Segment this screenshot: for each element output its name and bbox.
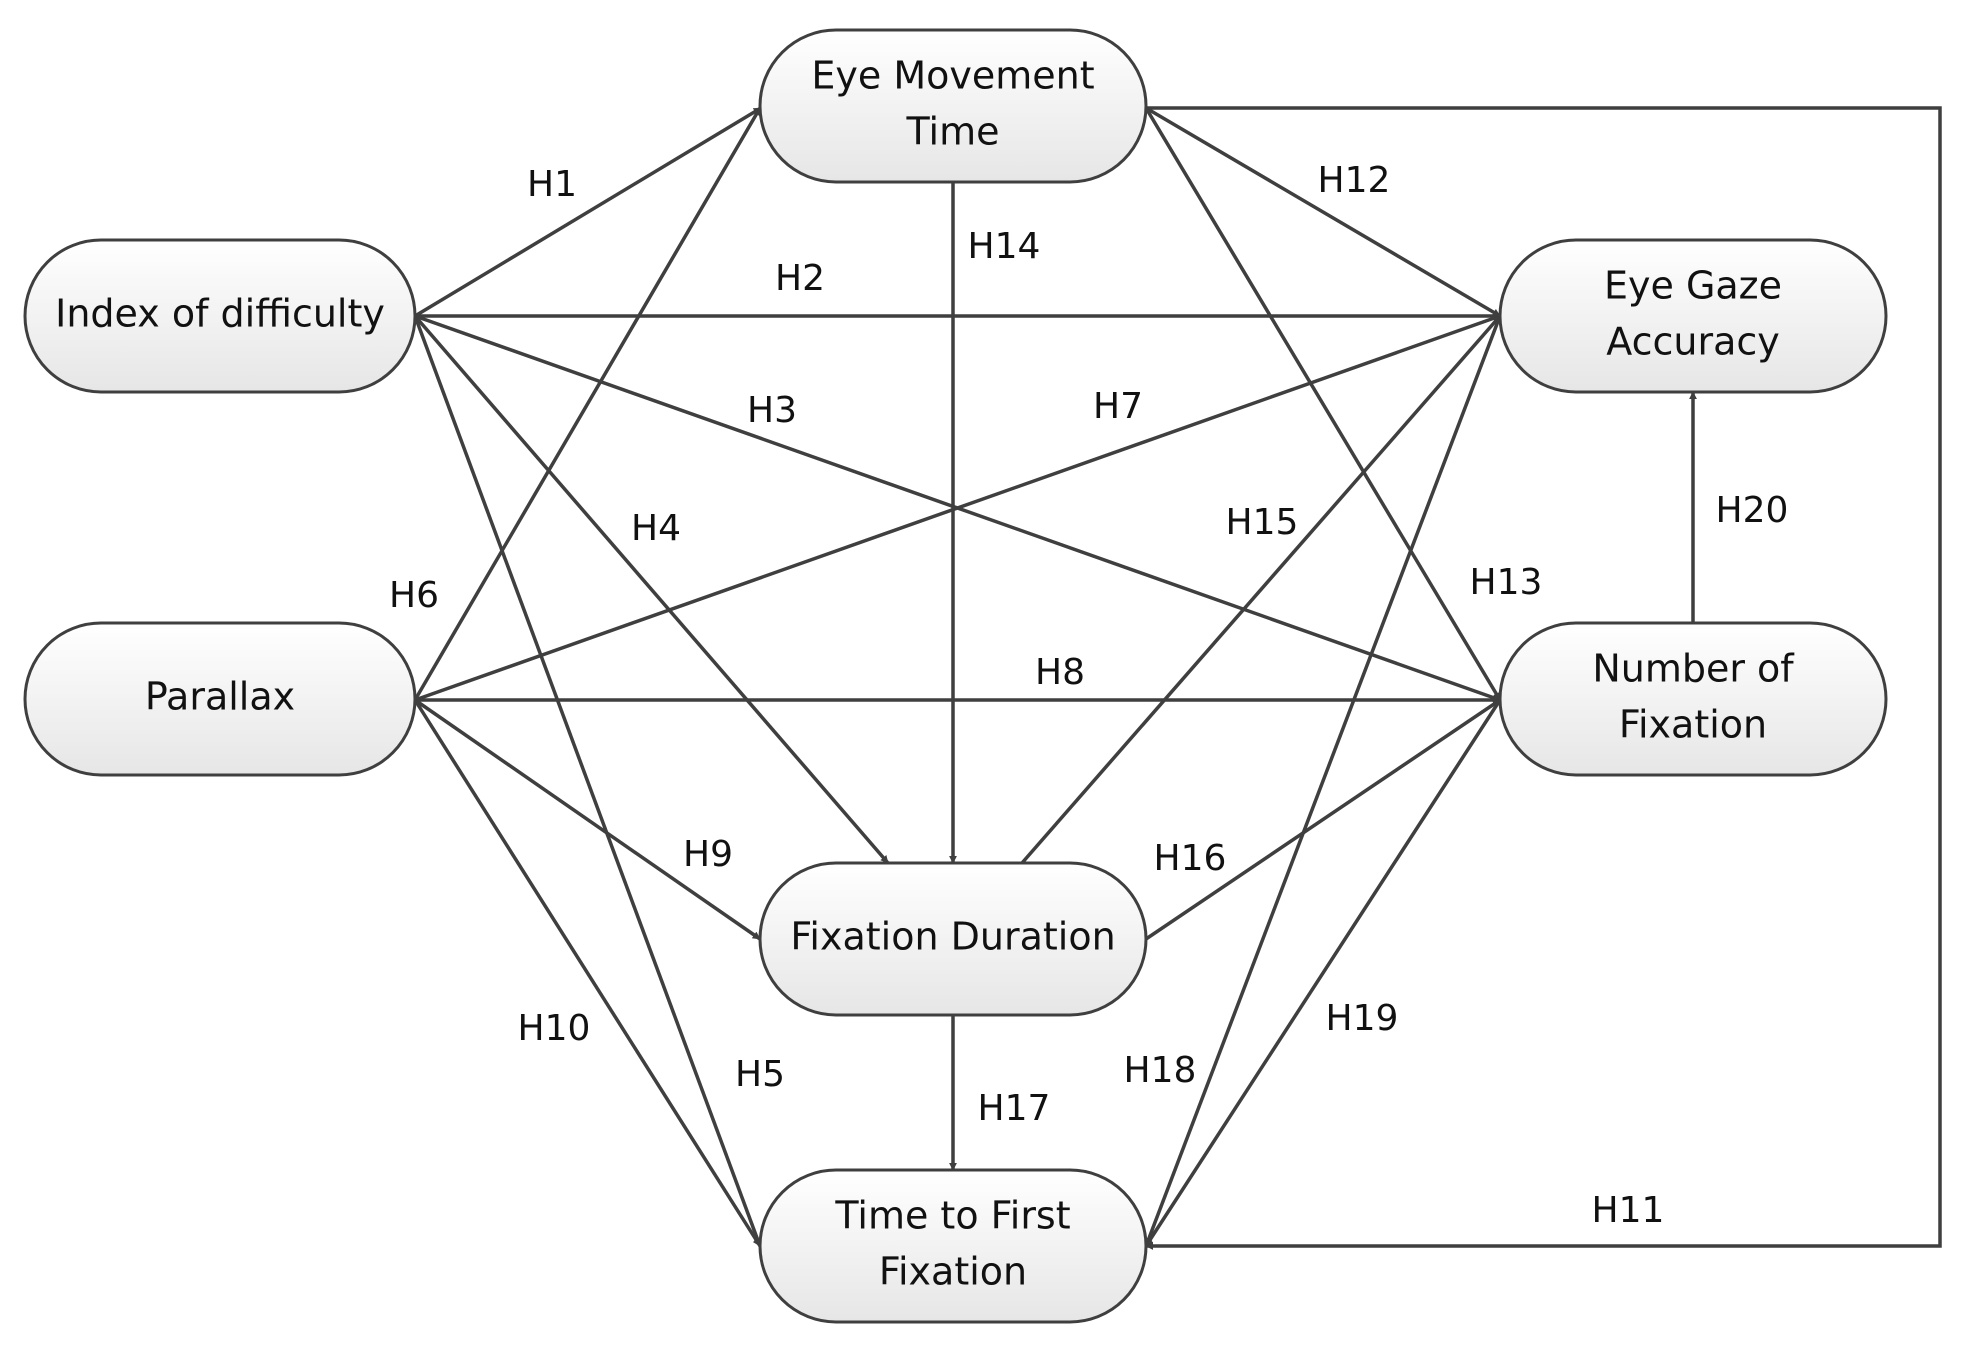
edge-label-h5: H5 xyxy=(735,1054,785,1095)
node-label: Index of difficulty xyxy=(55,292,385,336)
node-parallax: Parallax xyxy=(23,621,417,777)
node-index-of-difficulty: Index of difficulty xyxy=(23,238,417,394)
node-label: Eye Movement xyxy=(811,54,1094,98)
edge-label-h19: H19 xyxy=(1326,998,1399,1039)
edge-label-h14: H14 xyxy=(968,226,1041,267)
node-fixation-duration: Fixation Duration xyxy=(758,861,1148,1017)
edge-label-h16: H16 xyxy=(1154,838,1227,879)
edge-h9 xyxy=(414,698,761,941)
edge-label-h15: H15 xyxy=(1226,502,1299,543)
edge-labels-layer: H1H2H3H4H5H6H7H8H9H10H11H12H13H14H15H16H… xyxy=(389,160,1788,1231)
edge-label-h6: H6 xyxy=(389,575,439,616)
node-label: Fixation xyxy=(1619,703,1767,747)
edge-label-h11: H11 xyxy=(1592,1190,1665,1231)
node-label: Accuracy xyxy=(1606,320,1780,364)
edge-label-h4: H4 xyxy=(631,508,681,549)
edge-label-h7: H7 xyxy=(1093,386,1143,427)
node-label: Time to First xyxy=(834,1194,1070,1238)
node-shape xyxy=(758,861,1148,1017)
edge-label-h12: H12 xyxy=(1318,160,1391,201)
edge-h12 xyxy=(1145,106,1501,318)
edge-h19 xyxy=(1144,699,1502,1247)
node-shape xyxy=(758,28,1148,184)
edge-label-h9: H9 xyxy=(683,834,733,875)
edge-label-h13: H13 xyxy=(1470,562,1543,603)
node-label: Parallax xyxy=(145,675,295,719)
edge-h11 xyxy=(1145,106,1942,1250)
edge-h4 xyxy=(413,314,890,865)
edge-h13 xyxy=(1144,107,1502,701)
edges-layer xyxy=(413,106,1942,1250)
edge-h7 xyxy=(414,314,1501,702)
node-label: Fixation xyxy=(879,1250,1027,1294)
edge-label-h3: H3 xyxy=(747,390,797,431)
edge-h15 xyxy=(1020,314,1502,865)
node-shape xyxy=(23,621,417,777)
node-label: Eye Gaze xyxy=(1604,264,1782,308)
edge-h5 xyxy=(413,315,762,1247)
edge-label-h10: H10 xyxy=(518,1008,591,1049)
edge-h10 xyxy=(413,699,762,1247)
node-shape xyxy=(758,1168,1148,1324)
node-shape xyxy=(23,238,417,394)
node-label: Fixation Duration xyxy=(790,915,1115,959)
edge-h16 xyxy=(1145,698,1501,941)
node-shape xyxy=(1498,238,1888,394)
node-shape xyxy=(1498,621,1888,777)
edge-h1 xyxy=(414,106,762,318)
edge-label-h18: H18 xyxy=(1124,1050,1197,1091)
edge-label-h20: H20 xyxy=(1716,490,1789,531)
edge-label-h8: H8 xyxy=(1035,652,1085,693)
edge-label-h2: H2 xyxy=(775,258,825,299)
node-label: Number of xyxy=(1592,647,1795,691)
edge-label-h17: H17 xyxy=(978,1088,1051,1129)
edge-h18 xyxy=(1144,315,1502,1247)
node-number-of-fixation: Number of Fixation xyxy=(1498,621,1888,777)
node-label: Time xyxy=(906,110,1000,154)
edge-label-h1: H1 xyxy=(527,164,577,205)
edge-h6 xyxy=(413,107,762,701)
